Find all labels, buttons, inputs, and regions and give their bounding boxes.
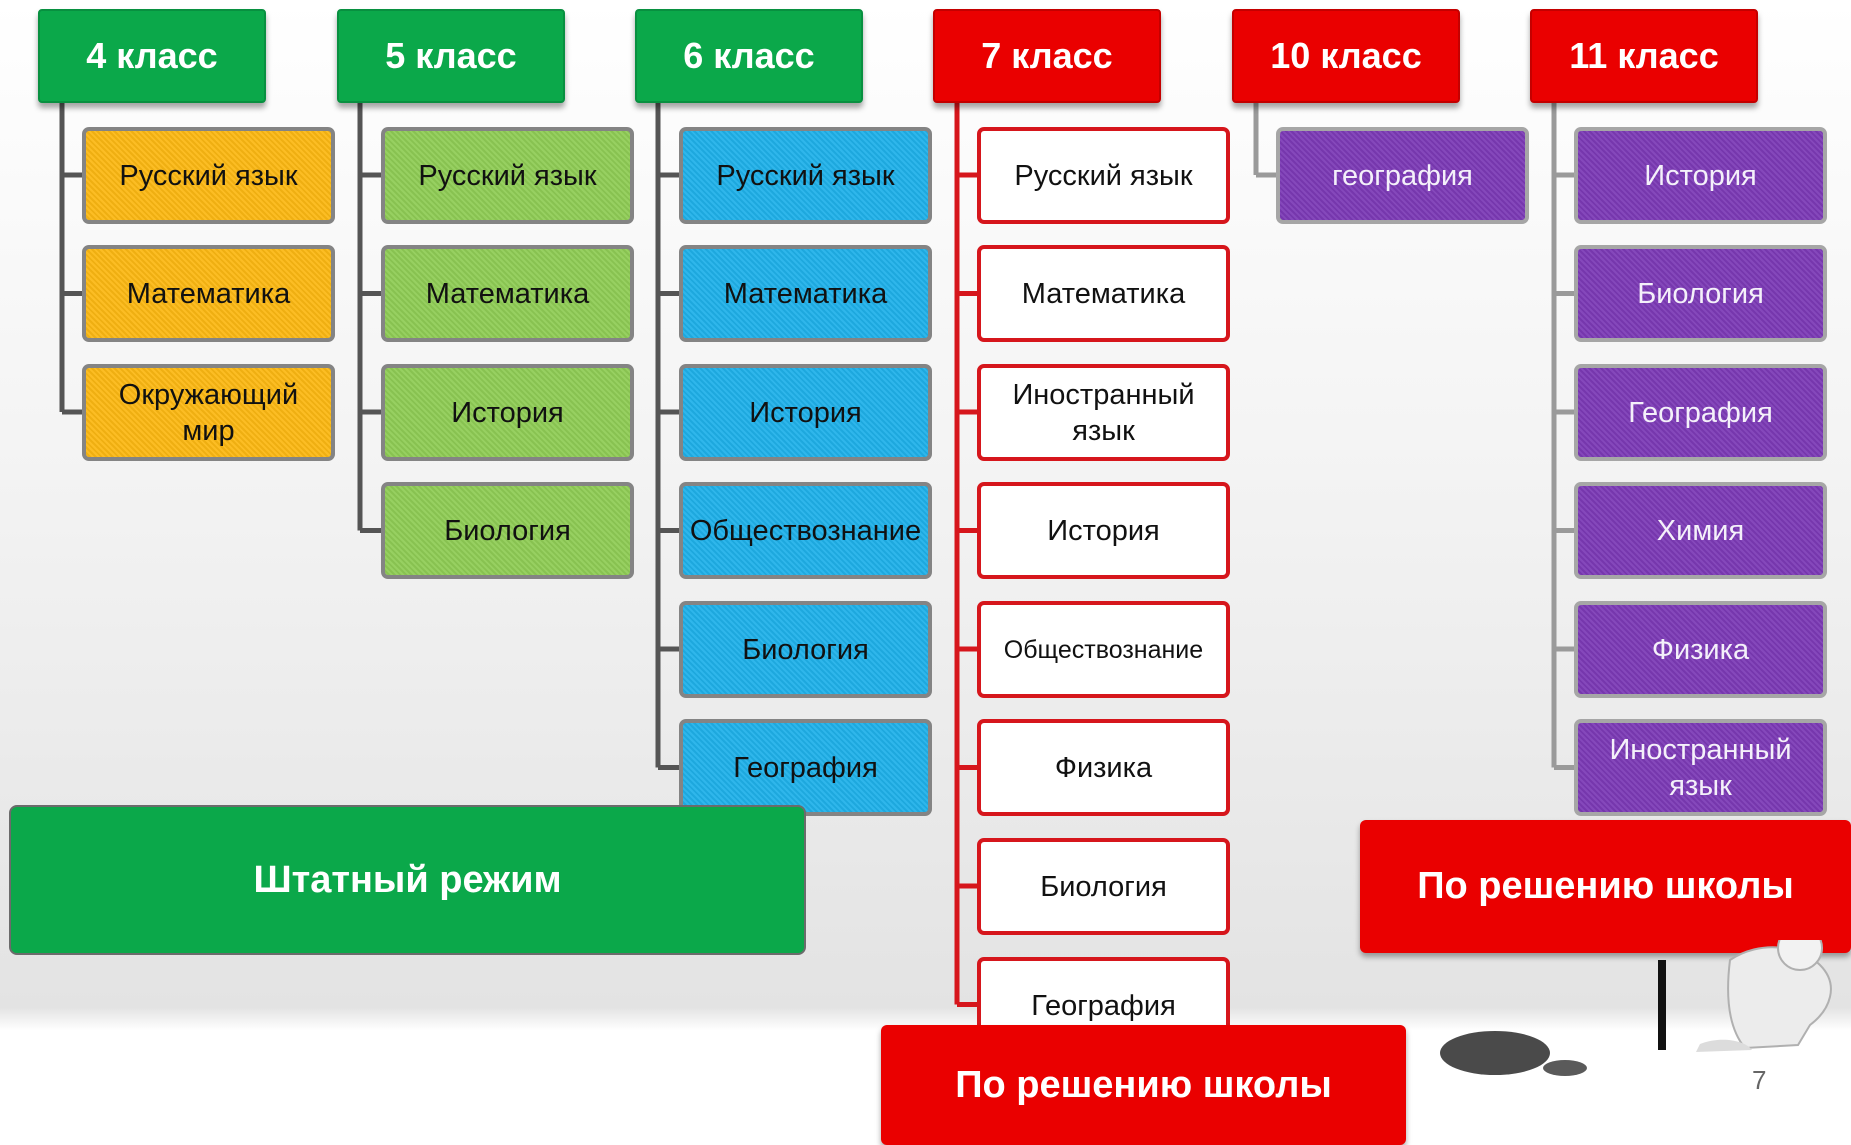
subject-box: Физика xyxy=(977,719,1230,816)
page-number: 7 xyxy=(1752,1065,1767,1095)
subject-box: Математика xyxy=(977,245,1230,342)
subject-box: История xyxy=(977,482,1230,579)
subject-box: Биология xyxy=(679,601,932,698)
school-decision-banner-bottom: По решению школы xyxy=(881,1025,1406,1145)
subject-box: Химия xyxy=(1574,482,1827,579)
figure-illustration xyxy=(1440,940,1832,1076)
subject-box: Биология xyxy=(381,482,634,579)
header-grade-4: 4 класс xyxy=(38,9,266,103)
subject-box: Иностранный язык xyxy=(1574,719,1827,816)
subject-box: Биология xyxy=(977,838,1230,935)
subject-box: Русский язык xyxy=(679,127,932,224)
subject-box: Окружающий мир xyxy=(82,364,335,461)
header-grade-6: 6 класс xyxy=(635,9,863,103)
header-grade-5: 5 класс xyxy=(337,9,565,103)
subject-box: География xyxy=(679,719,932,816)
subject-box: Математика xyxy=(679,245,932,342)
header-grade-7: 7 класс xyxy=(933,9,1161,103)
subject-box: Биология xyxy=(1574,245,1827,342)
regular-mode-banner: Штатный режим xyxy=(9,805,806,955)
subject-box: География xyxy=(1574,364,1827,461)
subject-box: Русский язык xyxy=(82,127,335,224)
subject-box: История xyxy=(381,364,634,461)
header-grade-10: 10 класс xyxy=(1232,9,1460,103)
subject-box: Обществознание xyxy=(679,482,932,579)
subject-box: Обществознание xyxy=(977,601,1230,698)
subject-box: Русский язык xyxy=(381,127,634,224)
subject-box: география xyxy=(1276,127,1529,224)
subject-box: Математика xyxy=(381,245,634,342)
header-grade-11: 11 класс xyxy=(1530,9,1758,103)
subject-box: История xyxy=(1574,127,1827,224)
subject-box: Русский язык xyxy=(977,127,1230,224)
subject-box: Иностранный язык xyxy=(977,364,1230,461)
subject-box: Физика xyxy=(1574,601,1827,698)
school-decision-banner-right: По решению школы xyxy=(1360,820,1851,953)
subject-box: Математика xyxy=(82,245,335,342)
subject-box: История xyxy=(679,364,932,461)
